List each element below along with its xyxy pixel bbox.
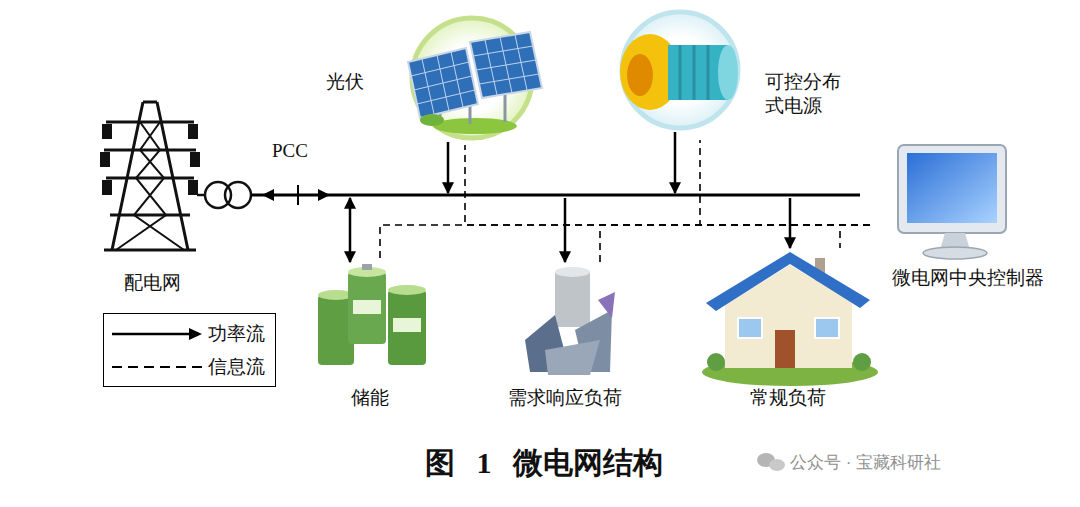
component-node: 储能 [300, 262, 440, 412]
legend-sample [110, 326, 204, 342]
pcc-label: PCC [272, 140, 308, 162]
bus-line-part [251, 194, 860, 197]
generator-illustration [620, 12, 738, 128]
transmission-tower-part [102, 180, 112, 195]
information-flow-line [700, 140, 870, 225]
information-flow-line [465, 145, 870, 225]
wechat-icon-part [769, 459, 785, 471]
component-label: 储能 [300, 386, 440, 410]
power-flow-arrows-part [564, 198, 567, 262]
transmission-tower-part [104, 122, 196, 250]
component-node: 可控分布式电源 [595, 8, 867, 140]
power-flow-arrows [350, 132, 790, 262]
house-illustration-part [853, 353, 871, 371]
wechat-icon [757, 453, 785, 471]
component-node: 常规负荷 [700, 248, 875, 412]
transmission-tower-part [188, 124, 198, 139]
generator-illustration-part [627, 54, 653, 96]
legend-label: 信息流 [208, 354, 265, 380]
power-flow-arrows-part [674, 132, 677, 193]
bus-line [251, 195, 860, 196]
legend-solid-line [112, 332, 190, 335]
component-node: 需求响应负荷 [495, 262, 635, 412]
transmission-tower-part [190, 152, 200, 167]
generator-illustration-part [718, 45, 738, 100]
monitor-illustration-part [907, 153, 997, 223]
demand-load-illustration-part [555, 272, 590, 327]
monitor-illustration-part [898, 145, 1006, 233]
legend-dashed-line [112, 366, 202, 368]
component-label: 微电网中央控制器 [870, 266, 1065, 290]
house-illustration [702, 252, 878, 386]
component-label: 可控分布式电源 [765, 70, 845, 118]
battery-illustration-part [393, 318, 421, 332]
battery-illustration-part [348, 272, 386, 344]
generator-illustration-part [680, 45, 708, 100]
information-flow-line [840, 225, 870, 248]
house-illustration-part [775, 330, 795, 368]
transmission-tower-part [102, 124, 112, 139]
battery-illustration-part [362, 264, 372, 270]
information-flow-line [600, 225, 870, 262]
component-label: 配电网 [95, 271, 210, 295]
battery-illustration [318, 264, 426, 365]
pv-illustration-part [470, 32, 542, 98]
watermark: 公众号 · 宝藏科研社 [790, 451, 941, 474]
legend-row: 信息流 [110, 350, 265, 383]
house-illustration-part [815, 318, 839, 338]
battery-illustration-part [388, 285, 426, 295]
generator-illustration-part [622, 12, 738, 128]
transmission-tower [100, 102, 200, 250]
figure-caption: 图 1 微电网结构 [425, 443, 663, 484]
house-illustration-part [707, 353, 725, 371]
pv-illustration-part [473, 35, 539, 95]
pv-illustration-part [411, 52, 475, 114]
monitor-illustration-part [923, 247, 987, 259]
transformer-symbol-part [225, 182, 251, 208]
house-illustration-part [706, 252, 870, 311]
legend-sample [110, 359, 204, 375]
component-label: 常规负荷 [700, 386, 875, 410]
pcc-symbol-part [297, 185, 299, 205]
component-node: 微电网中央控制器 [870, 140, 1065, 295]
pv-illustration [408, 18, 542, 138]
demand-load-illustration [525, 267, 615, 375]
legend-label: 功率流 [208, 321, 265, 347]
power-flow-arrows-part [789, 198, 792, 248]
transmission-tower-part [100, 124, 200, 195]
monitor-illustration [898, 145, 1006, 259]
transmission-tower-part [188, 180, 198, 195]
demand-load-illustration-part [598, 292, 615, 318]
power-flow-arrows-part [349, 198, 352, 262]
legend-arrowhead [189, 328, 202, 340]
battery-illustration-part [388, 290, 426, 365]
battery-illustration-part [353, 300, 381, 314]
house-illustration-part [738, 318, 762, 338]
component-node: 光伏 [320, 10, 550, 145]
demand-load-illustration-part [545, 340, 600, 375]
component-label: 需求响应负荷 [495, 386, 635, 410]
legend-box: 功率流信息流 [103, 313, 276, 387]
legend-row: 功率流 [110, 317, 265, 350]
transmission-tower-part [112, 102, 188, 250]
information-flow-line [380, 225, 870, 262]
pv-illustration-part [420, 114, 444, 126]
component-node: 配电网 [95, 95, 210, 300]
transformer-symbol [197, 182, 251, 208]
pcc-symbol [262, 185, 330, 205]
component-label: 光伏 [326, 70, 386, 94]
pcc-symbol-part [318, 189, 330, 201]
pcc-symbol-part [262, 189, 274, 201]
pv-illustration-part [408, 48, 478, 118]
power-flow-arrows-part [447, 142, 450, 193]
transmission-tower-part [100, 152, 110, 167]
transmission-tower-part [116, 122, 184, 250]
demand-load-illustration-part [555, 267, 590, 277]
